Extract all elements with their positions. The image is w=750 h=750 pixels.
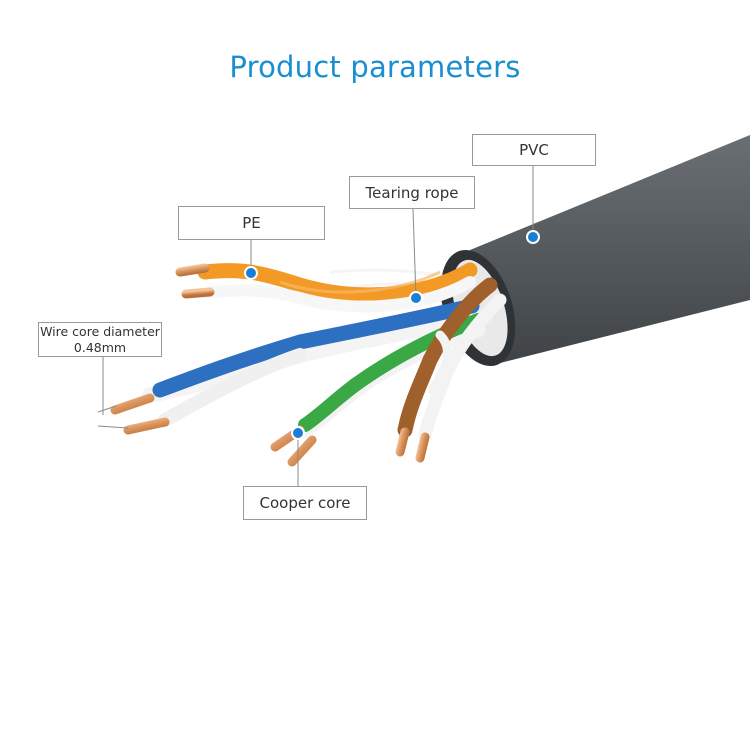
page-title: Product parameters (229, 50, 521, 84)
wire-core-diameter-text: Wire core diameter (40, 323, 160, 339)
pe-marker (244, 266, 258, 280)
pe-label: PE (178, 206, 325, 240)
cooper-core-marker (291, 426, 305, 440)
brown-pair (397, 277, 507, 442)
wire-core-diameter-label: Wire core diameter 0.48mm (38, 322, 162, 357)
pe-label-text: PE (242, 214, 261, 232)
pvc-label-text: PVC (519, 141, 549, 159)
cooper-core-label-text: Cooper core (259, 494, 351, 512)
blue-pair (142, 298, 480, 427)
orange-pair (197, 262, 478, 313)
wire-core-diameter-value: 0.48mm (73, 339, 127, 355)
markers (244, 230, 540, 440)
tearing-rope-label: Tearing rope (349, 176, 475, 209)
pvc-label: PVC (472, 134, 596, 166)
cooper-core-label: Cooper core (243, 486, 367, 520)
pvc-jacket (440, 135, 750, 367)
pvc-marker (526, 230, 540, 244)
tearing-rope-label-text: Tearing rope (365, 183, 459, 202)
copper-cores (110, 263, 430, 467)
tearing-rope-marker (409, 291, 423, 305)
